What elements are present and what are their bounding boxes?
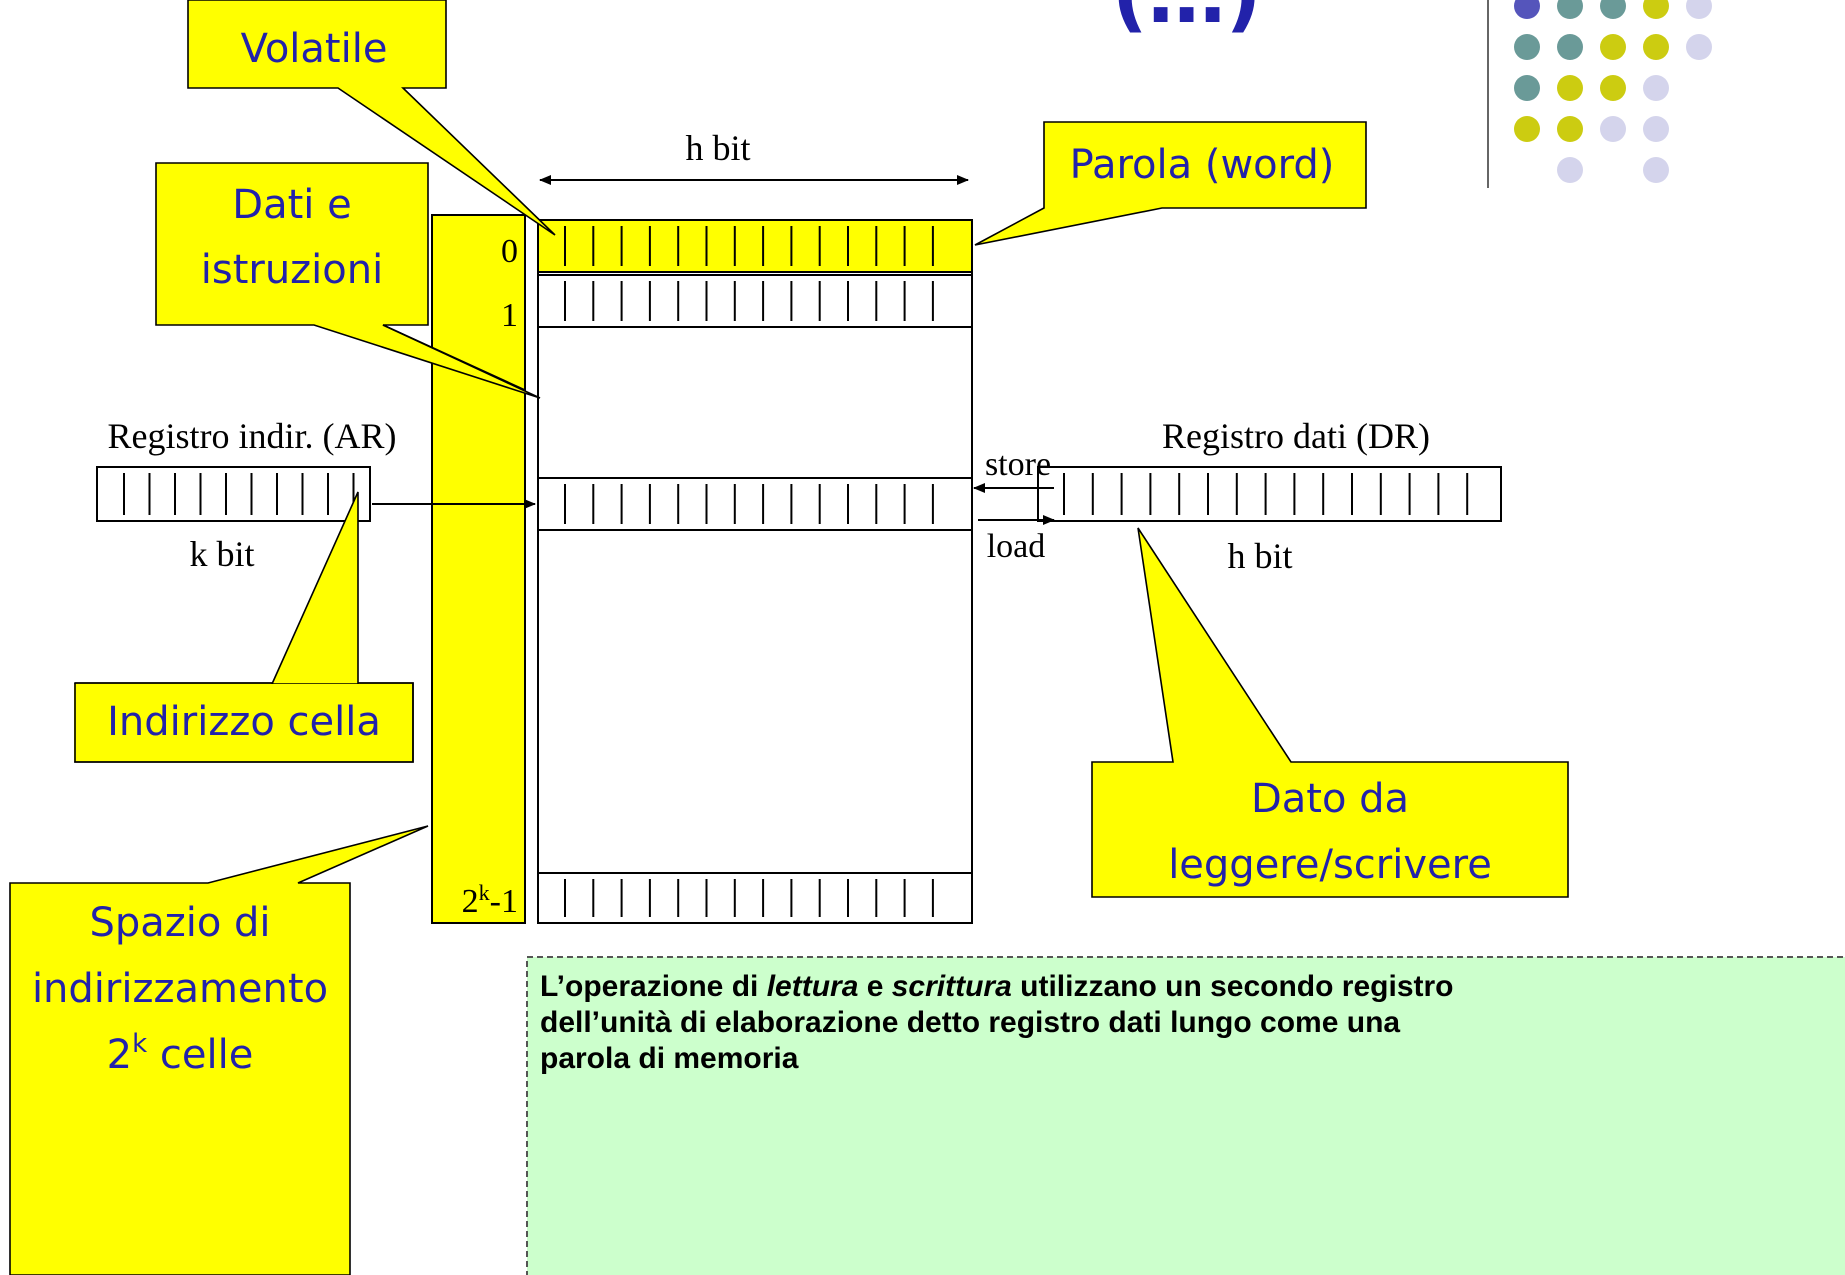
callout-volatile: Volatile bbox=[187, 0, 556, 236]
callout-word: Parola (word) bbox=[974, 121, 1367, 246]
address-register bbox=[96, 466, 371, 522]
row-index-last: 2k-1 bbox=[462, 880, 518, 920]
callout-data-instructions: Dati e istruzioni bbox=[155, 162, 541, 399]
address-register-bit-ticks bbox=[123, 473, 355, 515]
svg-text:2k celle: 2k celle bbox=[107, 1029, 254, 1078]
svg-text:leggere/scrivere: leggere/scrivere bbox=[1168, 842, 1492, 888]
address-space-band bbox=[431, 214, 526, 924]
svg-text:Volatile: Volatile bbox=[241, 26, 388, 72]
load-label: load bbox=[987, 528, 1046, 565]
svg-text:Spazio di: Spazio di bbox=[89, 900, 270, 946]
address-register-label: Registro indir. (AR) bbox=[108, 416, 397, 456]
data-register-bit-ticks bbox=[1063, 473, 1469, 515]
data-register-label: Registro dati (DR) bbox=[1162, 416, 1430, 456]
memory-bit-ticks bbox=[564, 226, 934, 917]
data-register-size: h bit bbox=[1227, 536, 1292, 576]
svg-text:Parola (word): Parola (word) bbox=[1070, 142, 1335, 188]
note-line-1: L’operazione di lettura e scrittura util… bbox=[540, 970, 1454, 1003]
note-box: L’operazione di lettura e scrittura util… bbox=[526, 956, 1845, 1275]
callout-cell-address: Indirizzo cella bbox=[74, 491, 414, 763]
row-index-1: 1 bbox=[501, 297, 518, 334]
decorative-dot-grid bbox=[1514, 0, 1712, 183]
memory-block bbox=[537, 219, 973, 924]
row-index-0: 0 bbox=[501, 233, 518, 270]
store-label: store bbox=[985, 446, 1051, 483]
callout-data-rw: Dato da leggere/scrivere bbox=[1091, 527, 1569, 898]
svg-text:istruzioni: istruzioni bbox=[201, 247, 383, 293]
memory-word-0 bbox=[537, 219, 973, 273]
callout-address-space: Spazio di indirizzamento 2k celle bbox=[9, 825, 429, 1275]
memory-word-last bbox=[537, 872, 973, 924]
slide-title-fragment: (…) bbox=[1112, 0, 1261, 41]
memory-word-selected bbox=[537, 477, 973, 531]
note-line-2: dell’unità di elaborazione detto registr… bbox=[540, 1006, 1400, 1039]
note-line-3: parola di memoria bbox=[540, 1042, 799, 1075]
callout-data-instructions-pointer bbox=[382, 324, 526, 391]
svg-text:Indirizzo cella: Indirizzo cella bbox=[107, 699, 381, 745]
svg-text:Dati e: Dati e bbox=[232, 182, 351, 228]
svg-text:indirizzamento: indirizzamento bbox=[32, 966, 328, 1012]
memory-width-label: h bit bbox=[685, 128, 750, 168]
svg-text:Dato da: Dato da bbox=[1251, 776, 1409, 822]
address-register-size: k bit bbox=[189, 534, 254, 574]
data-register bbox=[1037, 466, 1502, 522]
memory-word-1 bbox=[537, 274, 973, 328]
